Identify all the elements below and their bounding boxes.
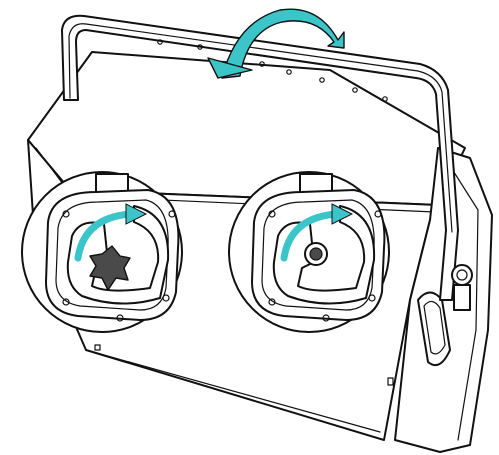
arrow-curve-shape — [221, 8, 345, 79]
arrowhead-right — [331, 203, 354, 225]
arrowhead-shape — [207, 57, 253, 79]
bolt-inner-icon — [309, 247, 323, 261]
rotation-arrow — [207, 8, 345, 79]
arrow-stroke-right — [280, 210, 340, 262]
callout-left — [21, 171, 183, 333]
callout-right — [228, 171, 390, 333]
arrow-stroke-left — [74, 210, 134, 262]
arrowhead-left — [125, 203, 148, 225]
mounting-yoke — [61, 14, 473, 311]
star-knob-icon — [89, 245, 131, 291]
